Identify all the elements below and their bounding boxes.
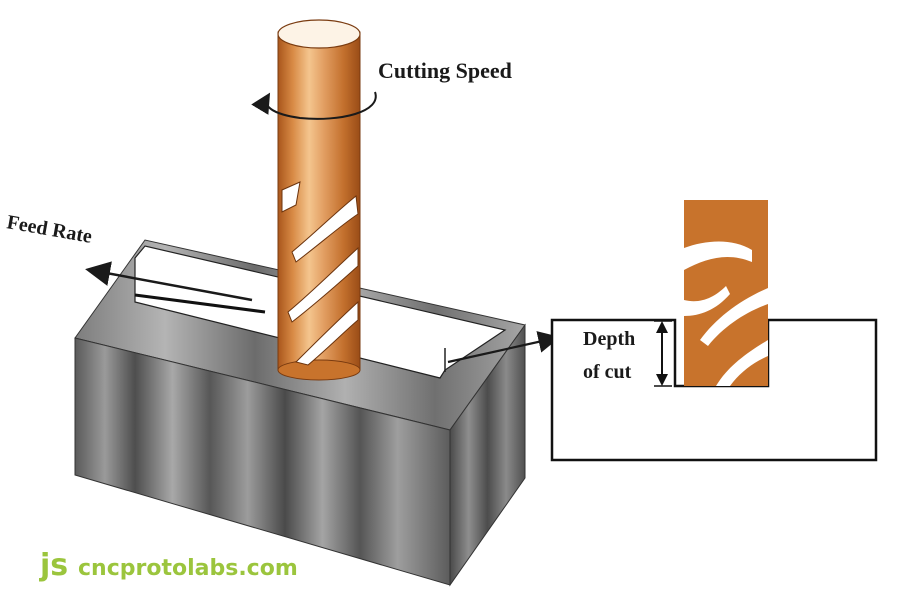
end-mill-tool <box>277 19 361 381</box>
feed-rate-label: Feed Rate <box>5 211 94 248</box>
tool-top-face <box>277 19 361 49</box>
detail-tool-flute-2 <box>700 288 768 346</box>
depth-label-line1: Depth <box>583 328 635 350</box>
watermark: js cncprotolabs.com <box>39 548 298 583</box>
detail-tool-flute-1 <box>684 241 752 270</box>
slot-inner-edge <box>134 293 266 314</box>
tool-flute-1 <box>281 181 301 213</box>
workpiece-side-face <box>449 323 526 587</box>
cutting-speed-label: Cutting Speed <box>378 58 512 83</box>
tool-flute-2 <box>291 195 359 263</box>
tool-bottom-tip <box>277 359 361 381</box>
depth-label-line2: of cut <box>583 361 632 383</box>
depth-of-cut-detail: Depth of cut <box>550 200 878 462</box>
tool-flute-4 <box>295 300 359 366</box>
detail-tool-flute-4 <box>716 340 768 386</box>
depth-arrow-bottom <box>656 374 668 386</box>
detail-pointer-arrow <box>447 331 561 364</box>
watermark-site: cncprotolabs.com <box>78 556 298 581</box>
feed-rate-arrow <box>85 261 253 302</box>
depth-arrow-top <box>656 321 668 333</box>
detail-tool-flute-3 <box>684 286 730 316</box>
watermark-logo: js <box>39 548 68 583</box>
tool-flute-3 <box>287 246 359 323</box>
rotation-arrow <box>251 91 377 120</box>
